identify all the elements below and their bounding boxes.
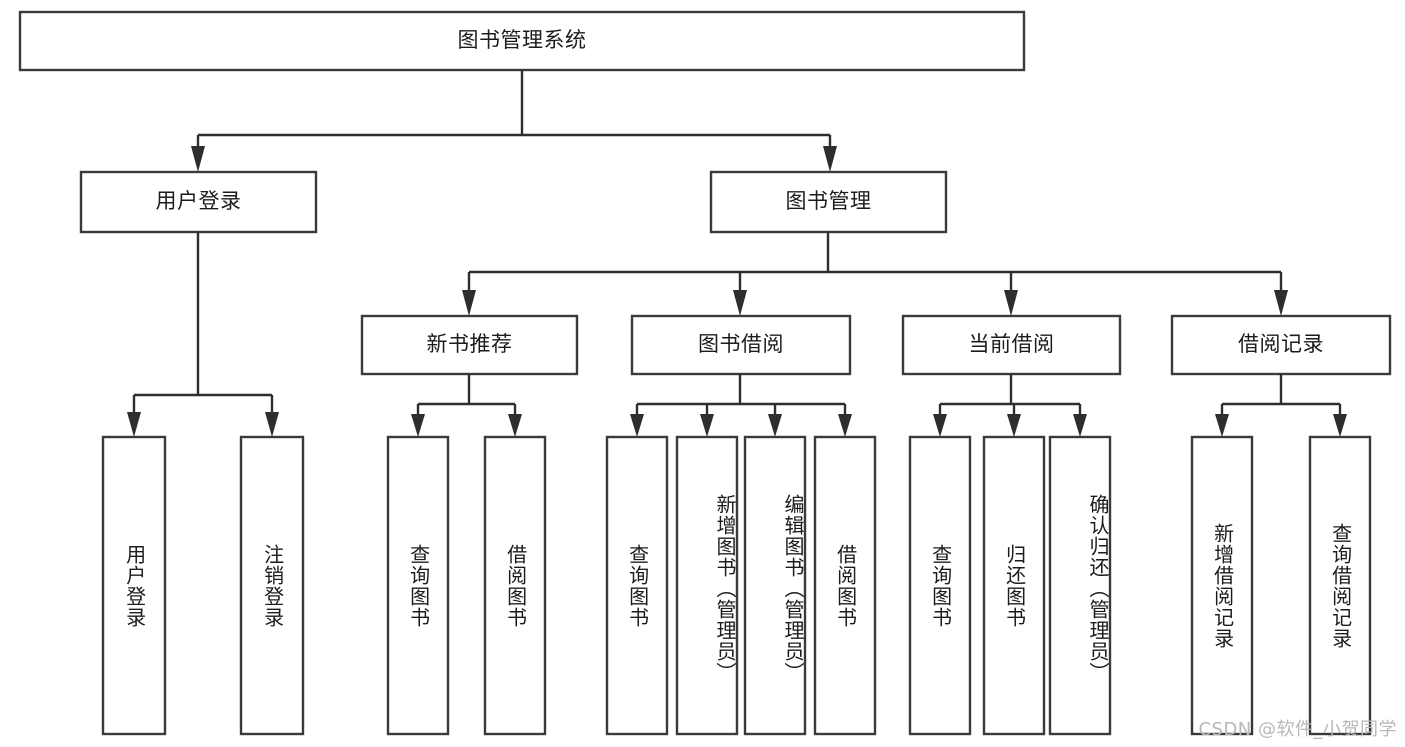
node-box-leaf-query-book-3[interactable] (908, 435, 972, 736)
node-box-root[interactable] (18, 10, 1026, 72)
node-box-new-book-recommend[interactable] (360, 314, 579, 376)
node-box-book-management[interactable] (709, 170, 948, 234)
node-box-leaf-return-book[interactable] (982, 435, 1046, 736)
node-box-current-borrow[interactable] (901, 314, 1122, 376)
connector-root-to-level2 (191, 70, 837, 172)
node-box-leaf-logout[interactable] (239, 435, 305, 736)
node-box-leaf-user-login[interactable] (101, 435, 167, 736)
node-box-user-login[interactable] (79, 170, 318, 234)
node-box-leaf-edit-book[interactable] (743, 435, 807, 736)
connector-bookborrow-to-leaves (630, 374, 852, 437)
connector-borrowrecord-to-leaves (1215, 374, 1347, 437)
node-box-leaf-add-book[interactable] (675, 435, 739, 736)
node-box-leaf-query-record[interactable] (1308, 435, 1372, 736)
connector-currentborrow-to-leaves (933, 374, 1087, 437)
node-box-leaf-borrow-book-1[interactable] (483, 435, 547, 736)
connector-userlogin-to-leaves (127, 232, 279, 437)
node-box-leaf-confirm-return[interactable] (1048, 435, 1112, 736)
node-box-leaf-query-book-1[interactable] (386, 435, 450, 736)
node-box-borrow-record[interactable] (1170, 314, 1392, 376)
node-box-leaf-query-book-2[interactable] (605, 435, 669, 736)
node-box-leaf-add-record[interactable] (1190, 435, 1254, 736)
connector-newbook-to-leaves (411, 374, 522, 437)
connector-bookmgmt-to-level3 (462, 232, 1288, 316)
node-box-leaf-borrow-book-2[interactable] (813, 435, 877, 736)
node-box-book-borrow[interactable] (630, 314, 852, 376)
